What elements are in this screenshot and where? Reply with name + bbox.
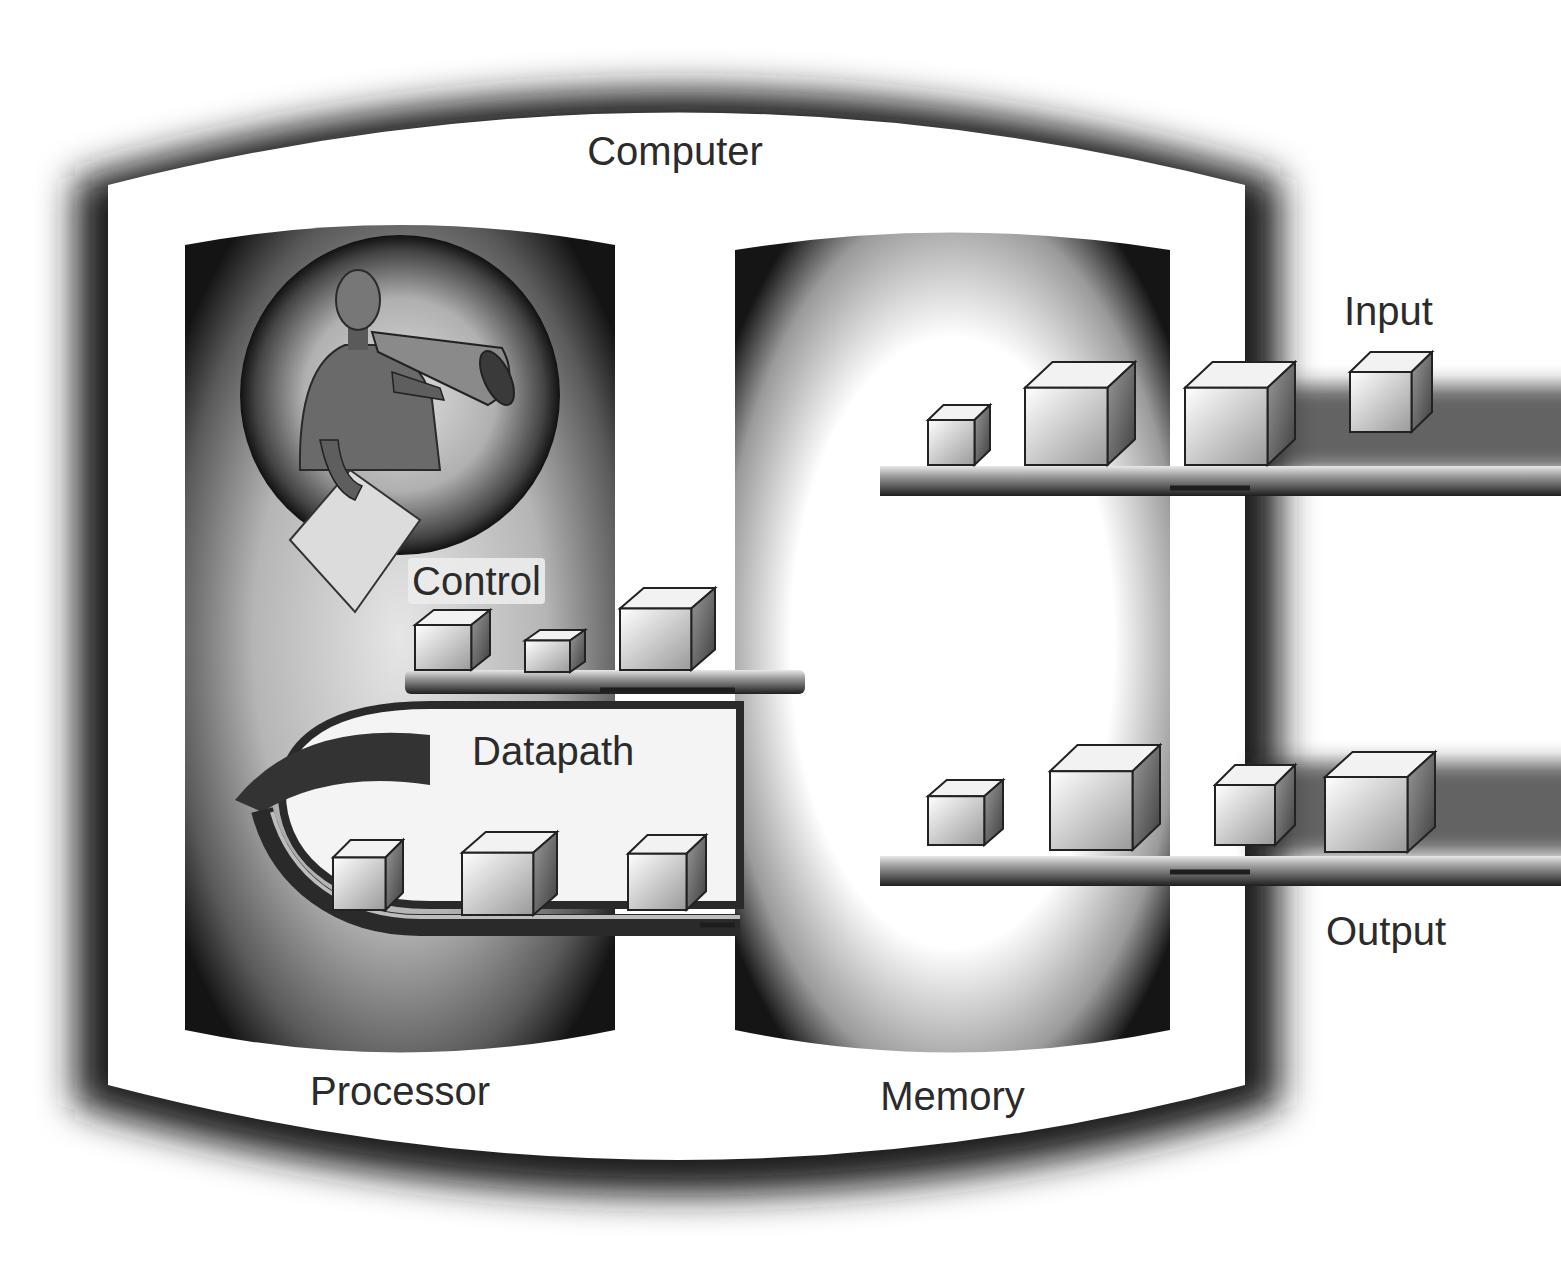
figure-arm <box>392 372 444 400</box>
conveyor-belt <box>405 670 805 694</box>
computer-housing <box>108 113 1245 1161</box>
conveyor-belt <box>880 466 1561 496</box>
figure-arm <box>320 440 362 500</box>
megaphone-bell <box>473 346 521 410</box>
package-cube <box>462 832 557 915</box>
computer-box: ComputerProcessor ControlDatapathMemory <box>100 112 1250 1175</box>
belt-connector <box>700 923 735 928</box>
package-cube <box>928 780 1003 845</box>
node-label: Control <box>408 558 545 604</box>
node-label: Output <box>1322 908 1450 954</box>
package-cube <box>1325 752 1435 852</box>
output-belt: Output <box>1250 745 1555 960</box>
memory-shape <box>735 233 1170 1053</box>
conveyor-belt-edge <box>272 812 740 917</box>
control-unit: Control <box>240 230 600 700</box>
datapath-unit: Datapath <box>230 700 700 945</box>
conveyor-belt <box>262 810 740 925</box>
package-cube <box>525 630 585 672</box>
package-cube <box>628 835 706 910</box>
package-cube <box>415 610 490 670</box>
package-cube <box>1050 745 1160 850</box>
memory-box: Memory <box>735 230 1170 1125</box>
computer-halo <box>75 90 1280 1195</box>
belt-connector <box>600 688 735 693</box>
package-cube <box>1215 765 1295 845</box>
figure-head <box>336 270 380 330</box>
node-label: Processor <box>306 1068 494 1114</box>
input-belt: Input <box>1250 285 1555 500</box>
package-cube <box>620 588 715 670</box>
node-label: Input <box>1340 288 1437 334</box>
package-cube <box>1025 362 1135 465</box>
processor-box: ProcessorControlDatapath <box>185 225 615 1125</box>
belt-connector <box>1170 870 1250 875</box>
conveyor-belt <box>880 856 1561 886</box>
datapath-ramp <box>235 733 430 812</box>
node-label: Memory <box>876 1073 1028 1119</box>
node-label: Computer <box>583 128 767 174</box>
belt-connector <box>1170 486 1250 491</box>
package-cube <box>1350 352 1432 432</box>
package-cube <box>1185 362 1295 465</box>
package-cube <box>333 840 403 910</box>
node-label: Datapath <box>468 728 638 774</box>
package-cube <box>928 405 990 465</box>
